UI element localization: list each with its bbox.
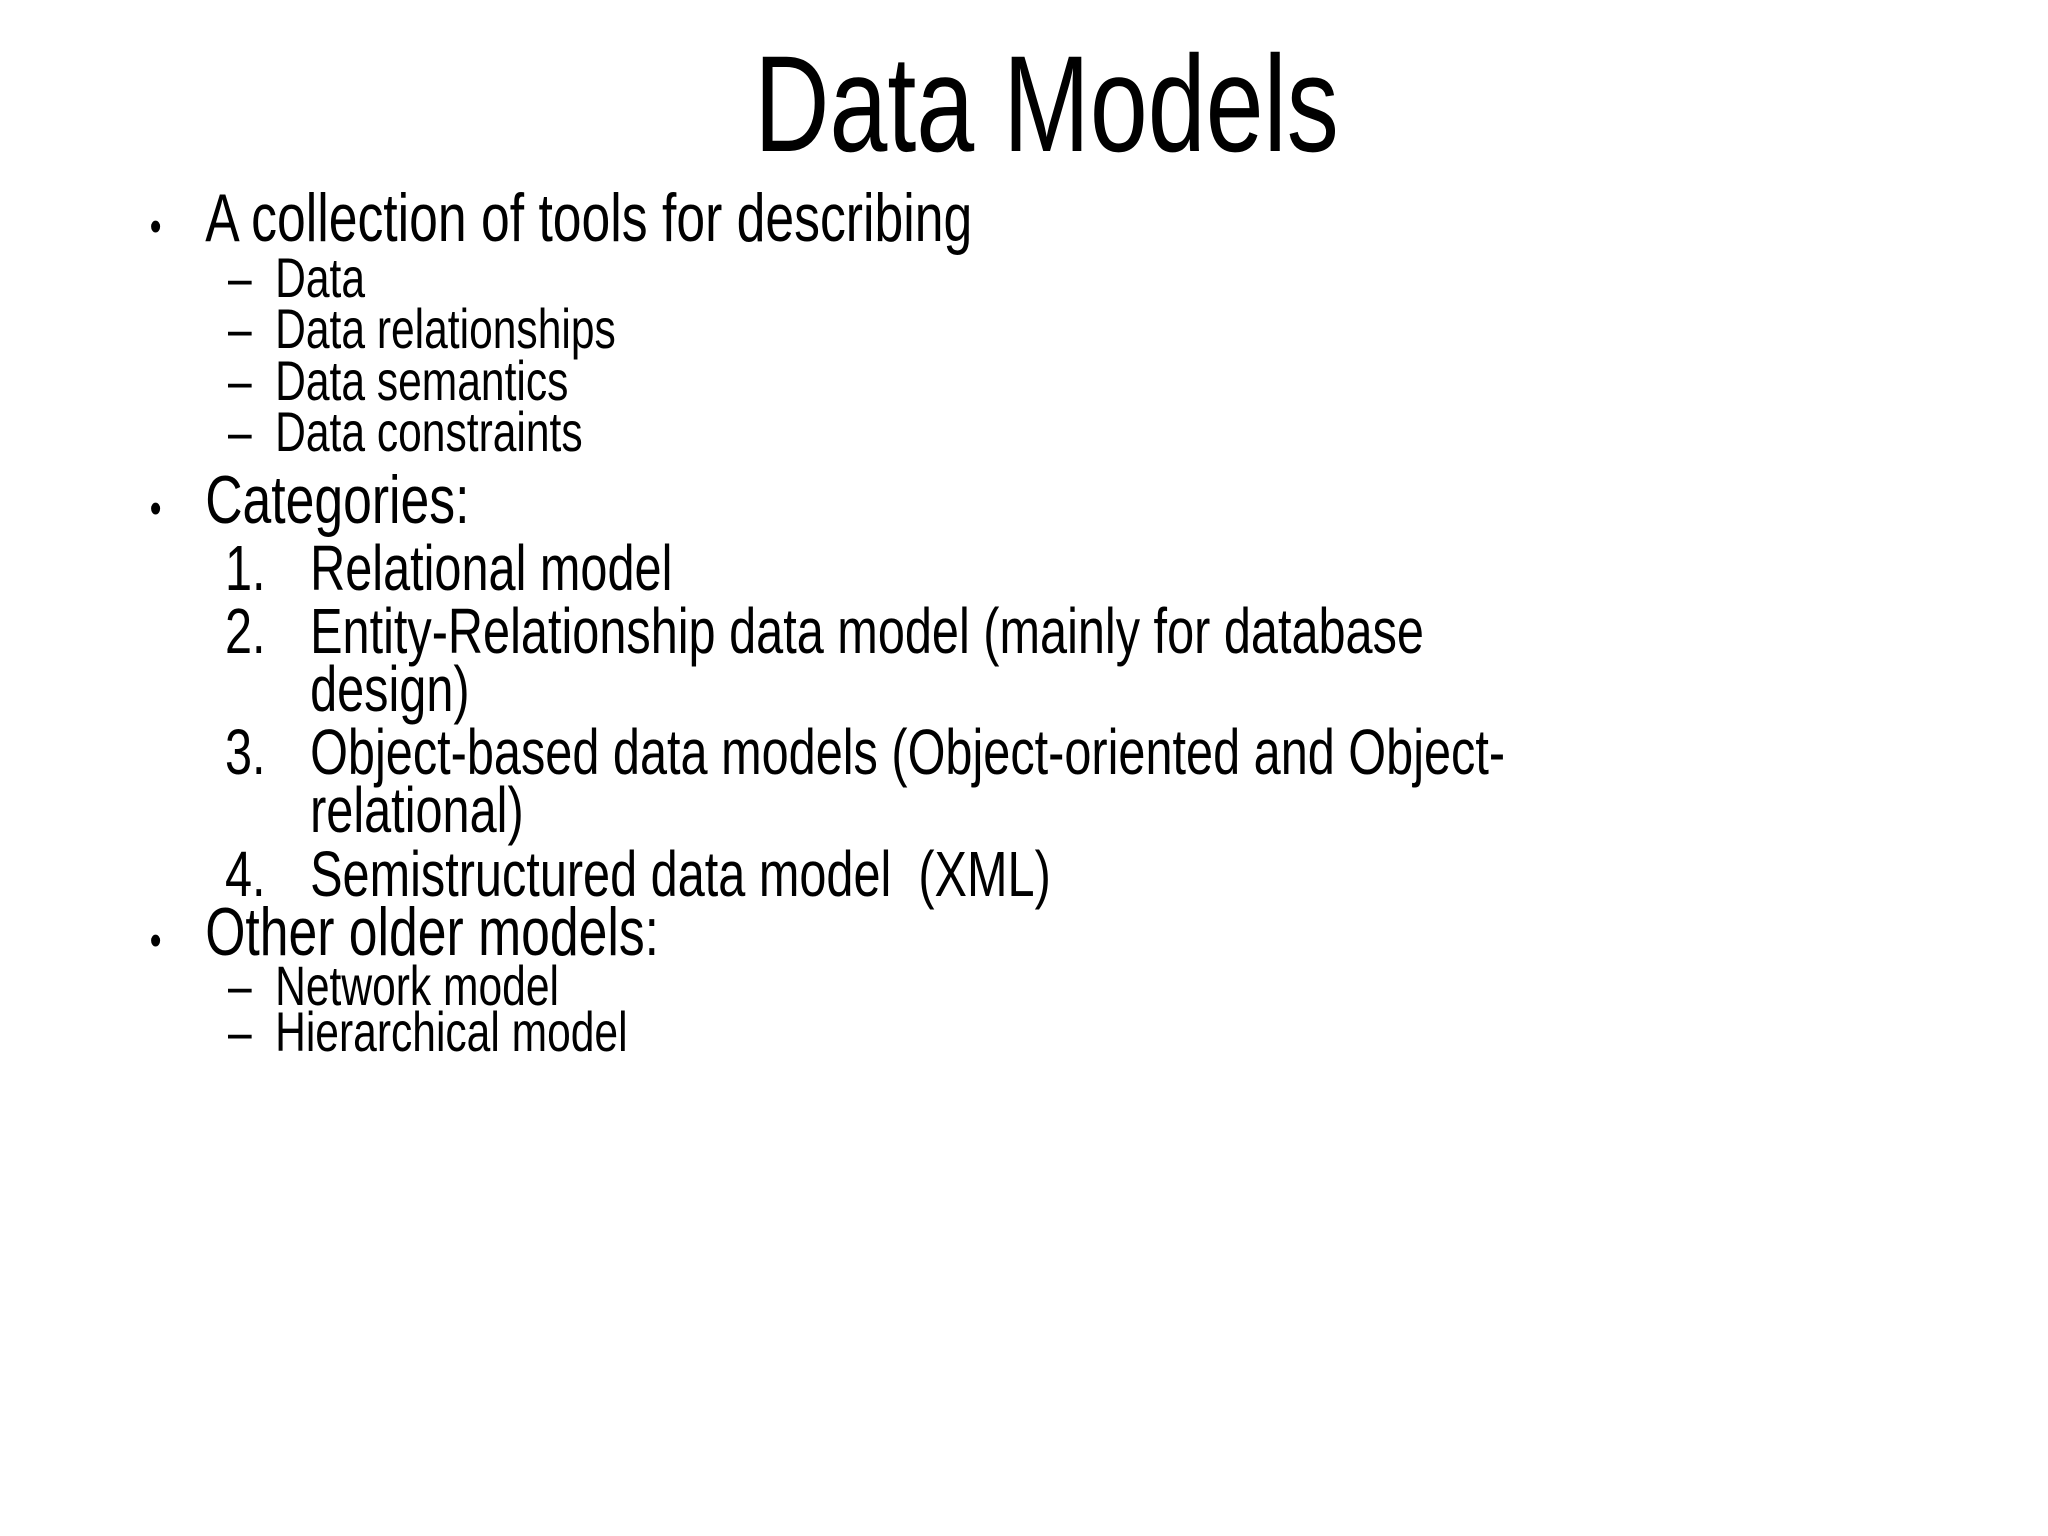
bullet-text: A collection of tools for describing — [205, 179, 973, 256]
dash-marker-icon: – — [228, 999, 252, 1063]
bullet-item-other-models: • Other older models: — [0, 894, 2047, 971]
dash-marker-icon: – — [228, 954, 252, 1017]
numbered-item-object-based: 3. Object-based data models (Object-orie… — [0, 716, 2047, 846]
sub-item-text: Data constraints — [275, 400, 583, 464]
sub-item-text: Data relationships — [275, 297, 616, 361]
numbered-item-text: Entity-Relationship data model (mainly f… — [310, 595, 1438, 725]
sub-item-data: – Data — [0, 245, 2047, 309]
slide-body: • A collection of tools for describing –… — [0, 184, 2047, 1063]
bullet-text: Other older models: — [205, 894, 660, 971]
bullet-text: Categories: — [205, 461, 470, 538]
numbered-item-semistructured: 4. Semistructured data model (XML) — [0, 837, 2047, 910]
sub-item-data-semantics: – Data semantics — [0, 348, 2047, 412]
numbered-item-text: Relational model — [310, 531, 673, 604]
item-number: 4. — [224, 837, 266, 910]
sub-item-text: Data semantics — [275, 348, 569, 412]
numbered-item-relational: 1. Relational model — [0, 531, 2047, 604]
numbered-item-text: Object-based data models (Object-oriente… — [310, 716, 1506, 846]
bullet-marker-icon: • — [149, 201, 162, 251]
numbered-item-entity-relationship: 2. Entity-Relationship data model (mainl… — [0, 595, 2047, 725]
dash-marker-icon: – — [228, 297, 252, 361]
sub-item-network-model: – Network model — [0, 954, 2047, 1017]
slide-title: Data Models — [754, 28, 1339, 181]
slide-text-layer: Data Models • A collection of tools for … — [0, 28, 2047, 1063]
dash-marker-icon: – — [228, 400, 252, 464]
sub-item-text: Network model — [275, 954, 559, 1017]
dash-marker-icon: – — [228, 245, 252, 309]
sub-item-text: Data — [275, 245, 366, 309]
sub-item-data-constraints: – Data constraints — [0, 400, 2047, 464]
sub-item-hierarchical-model: – Hierarchical model — [0, 999, 2047, 1063]
sub-item-text: Hierarchical model — [275, 999, 628, 1063]
item-number: 2. — [224, 595, 266, 668]
bullet-item-categories: • Categories: — [0, 466, 2047, 534]
item-number: 3. — [224, 716, 266, 789]
bullet-marker-icon: • — [149, 916, 162, 966]
dash-marker-icon: – — [228, 348, 252, 412]
item-number: 1. — [224, 531, 266, 604]
sub-item-data-relationships: – Data relationships — [0, 297, 2047, 361]
numbered-item-text: Semistructured data model (XML) — [310, 837, 1051, 910]
bullet-item-tools: • A collection of tools for describing — [0, 184, 2047, 252]
bullet-marker-icon: • — [149, 483, 162, 533]
